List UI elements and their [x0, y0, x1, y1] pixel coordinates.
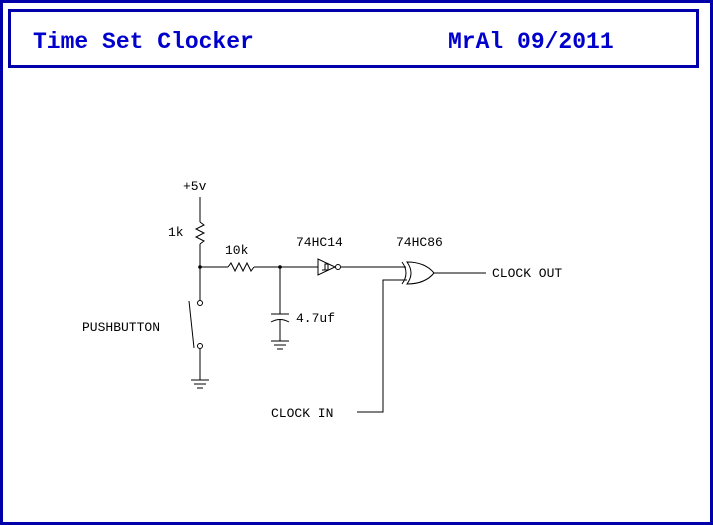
series-resistor-symbol: [227, 261, 255, 273]
xor-gate-extra-arc: [401, 261, 407, 285]
junction-dot-cap: [278, 265, 282, 269]
clock-out-label: CLOCK OUT: [492, 266, 562, 281]
supply-label: +5v: [183, 179, 207, 194]
switch-contact-bottom: [197, 343, 203, 349]
pullup-resistor-symbol: [194, 221, 206, 245]
capacitor-label: 4.7uf: [296, 311, 335, 326]
switch-lever: [188, 300, 195, 349]
inverter-gate-symbol: [317, 258, 337, 276]
author-date-text: MrAl 09/2011: [448, 29, 614, 55]
xor-gate-label: 74HC86: [396, 235, 443, 250]
pullup-resistor-label: 1k: [168, 225, 184, 240]
junction-dot-pullup: [198, 265, 202, 269]
title-text: Time Set Clocker: [33, 29, 254, 55]
inverter-label: 74HC14: [296, 235, 343, 250]
clock-in-label: CLOCK IN: [271, 406, 333, 421]
switch-contact-top: [197, 300, 203, 306]
xor-gate-body: [406, 261, 435, 285]
clock-in-wire: [357, 279, 407, 413]
series-resistor-label: 10k: [225, 243, 249, 258]
capacitor-plate-bottom: [270, 319, 290, 323]
switch-label: PUSHBUTTON: [82, 320, 160, 335]
schmitt-hysteresis-symbol: [322, 263, 329, 271]
title-box: [8, 9, 699, 68]
inverter-bubble: [335, 264, 341, 270]
